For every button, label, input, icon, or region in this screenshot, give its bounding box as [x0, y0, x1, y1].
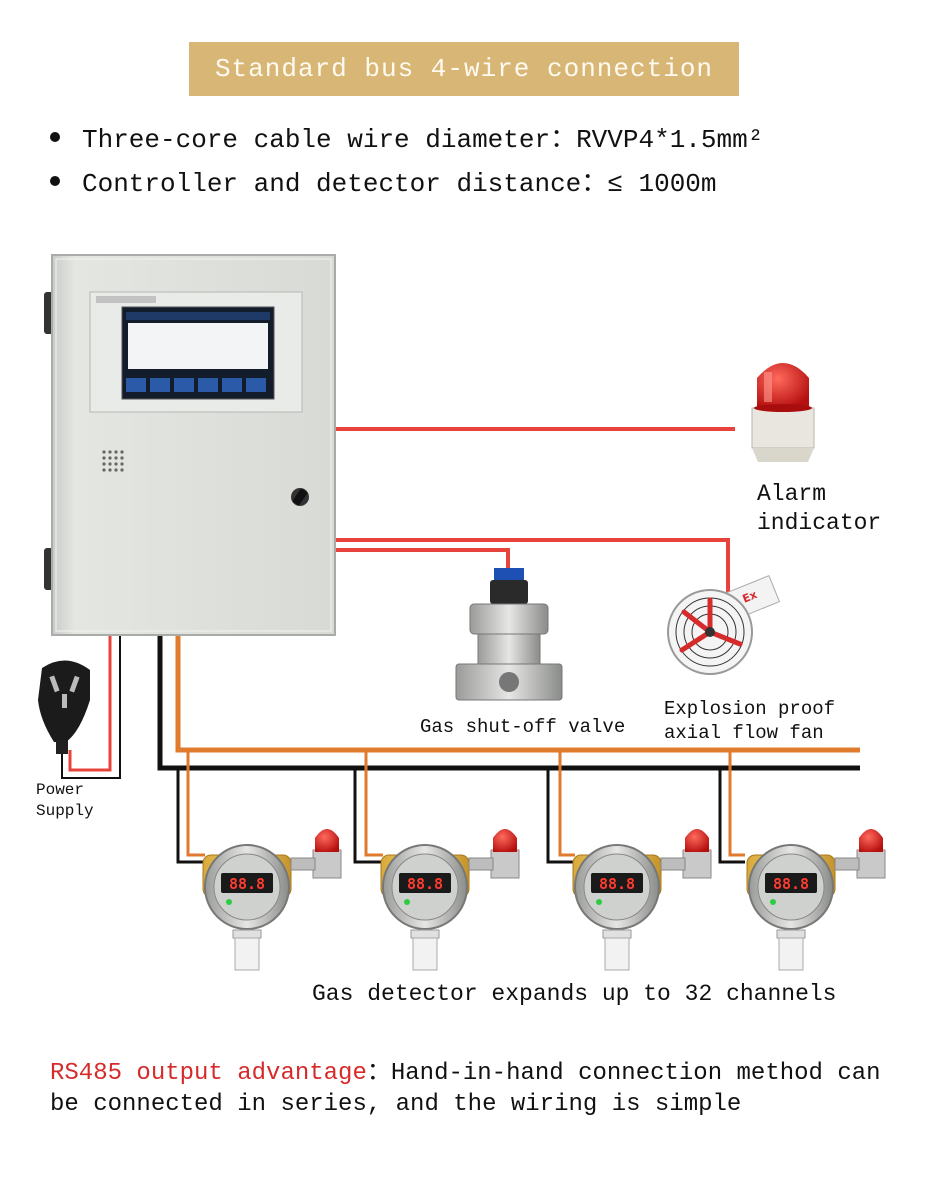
title-banner: Standard bus 4-wire connection [189, 42, 739, 96]
gas-detector-icon: 88.8 [572, 829, 712, 971]
gas-detector-icon: 88.8 [380, 829, 520, 971]
wire-power-black [61, 636, 121, 779]
key-lock-icon [291, 488, 309, 506]
gas-detector-icon: 88.8 [202, 829, 342, 971]
axial-fan-icon: Ex [667, 575, 781, 675]
gas-detector-icon: 88.8 [746, 829, 886, 971]
title-text: Standard bus 4-wire connection [214, 54, 714, 84]
detector-drops [176, 750, 745, 864]
detector-group: 88.8 88.8 88.8 88.8 [202, 829, 886, 971]
power-supply-label: Power Supply [36, 781, 94, 820]
spec-list: Three-core cable wire diameter：RVVP4*1.5… [50, 118, 763, 206]
detector-display: 88.8 [229, 875, 265, 893]
wire-bus-black [157, 636, 860, 771]
power-plug-icon [38, 660, 90, 754]
svg-text:Ex: Ex [741, 588, 759, 606]
wire-power-red [68, 636, 112, 772]
speaker-grille-icon [102, 450, 124, 472]
detector-display: 88.8 [407, 875, 443, 893]
valve-label: Gas shut-off valve [420, 716, 626, 738]
detector-display: 88.8 [773, 875, 809, 893]
shut-off-valve-icon [455, 568, 563, 701]
bullet-icon [50, 132, 60, 143]
footer-highlight: RS485 output advantage [50, 1060, 367, 1087]
footer-text: ：Hand-in-hand connection method can be c… [50, 1060, 881, 1118]
bullet-icon [50, 176, 60, 187]
spec-item-cable: Three-core cable wire diameter：RVVP4*1.5… [50, 118, 763, 162]
wire-fan [335, 538, 730, 600]
wire-bus-orange [175, 636, 860, 753]
detector-display: 88.8 [599, 875, 635, 893]
fan-label: Explosion proof axial flow fan [664, 698, 836, 744]
alarm-beacon-icon [751, 363, 815, 462]
alarm-label: Alarm indicator [757, 481, 882, 536]
wire-valve [335, 548, 510, 578]
wires [61, 427, 860, 864]
spec-item-distance: Controller and detector distance：≤ 1000m [50, 162, 763, 206]
footer-note: RS485 output advantage：Hand-in-hand conn… [50, 1058, 910, 1120]
controller-cabinet [44, 254, 336, 636]
detectors-caption: Gas detector expands up to 32 channels [312, 981, 837, 1007]
